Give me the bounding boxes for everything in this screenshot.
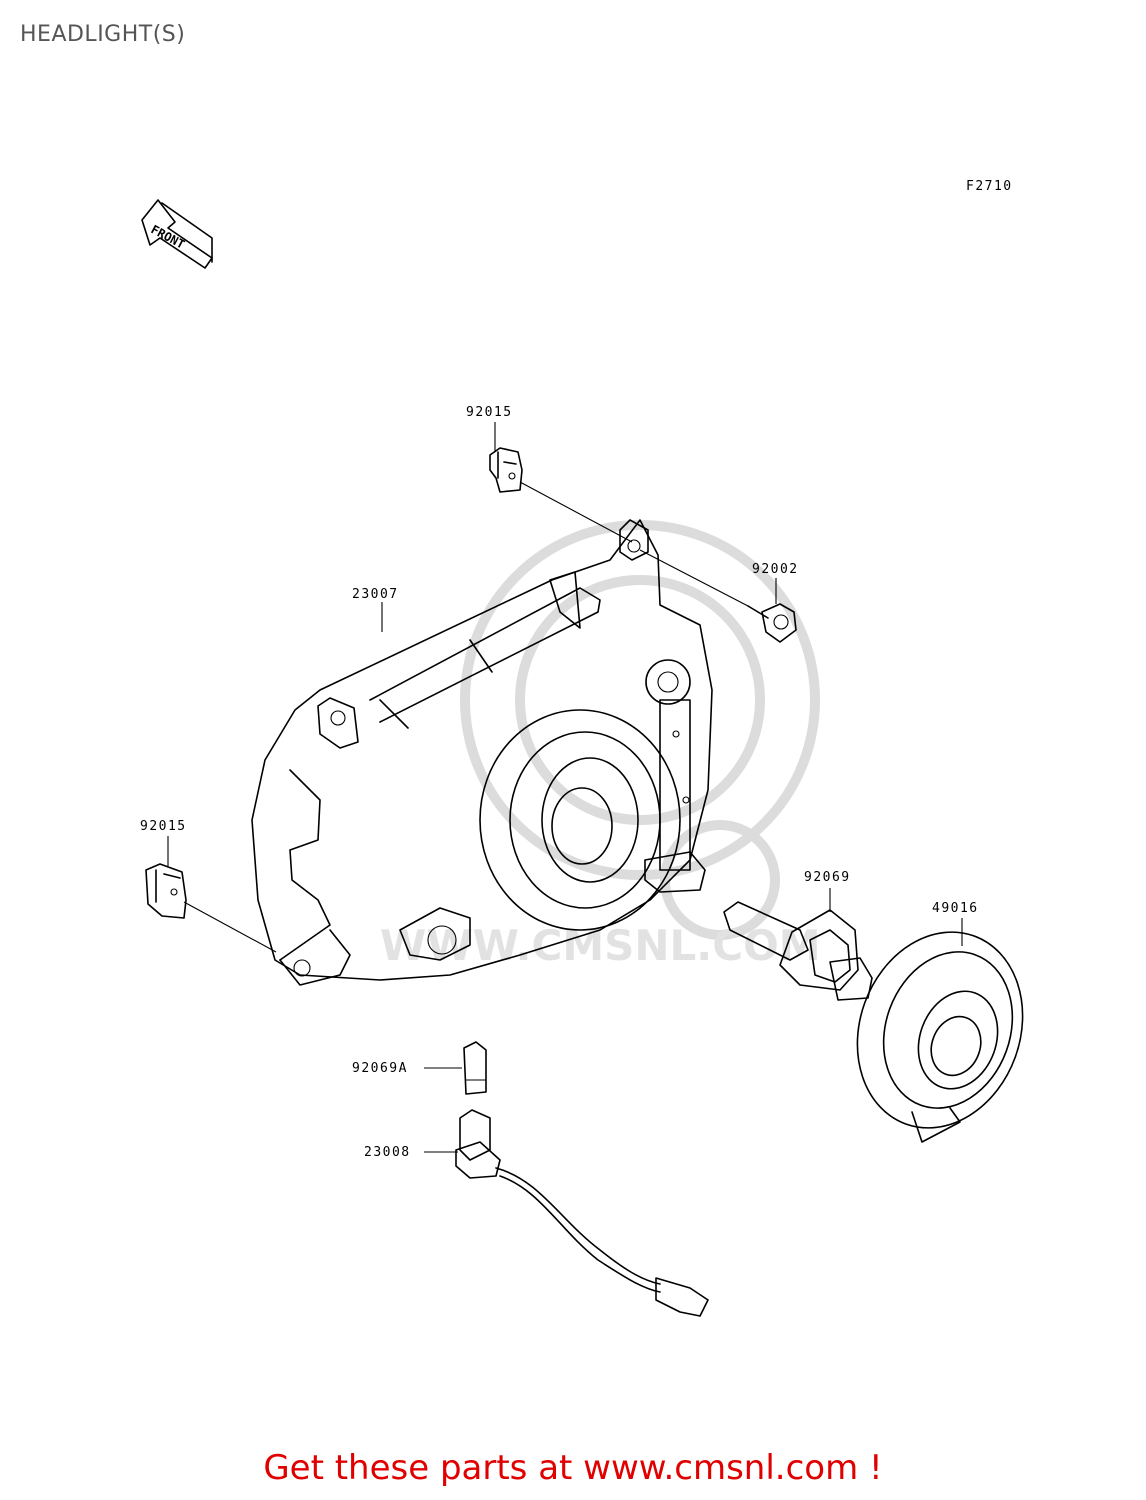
bulb-92069A [424, 1041, 487, 1095]
bolt-92002 [639, 549, 797, 643]
label-92002: 92002 [752, 562, 799, 577]
front-arrow-label: FRONT [149, 222, 187, 251]
label-92015-top: 92015 [466, 405, 513, 420]
parts-diagram: WWW.CMSNL.COM F2710 FRONT [140, 179, 1024, 1317]
label-92069A: 92069A [352, 1061, 408, 1076]
label-49016: 49016 [932, 901, 979, 916]
page-title: HEADLIGHT(S) [20, 22, 186, 47]
lens-49016 [856, 918, 1024, 1143]
watermark-logo: WWW.CMSNL.COM [380, 520, 821, 970]
footer-link[interactable]: Get these parts at www.cmsnl.com ! [263, 1448, 883, 1488]
clip-92015-top [489, 422, 633, 543]
figure-code: F2710 [966, 179, 1013, 194]
front-arrow-icon: FRONT [141, 199, 213, 269]
bulb-92069 [723, 888, 873, 1001]
clip-92015-left [145, 836, 277, 953]
label-92069: 92069 [804, 870, 851, 885]
label-92015-left: 92015 [140, 819, 187, 834]
label-23007: 23007 [352, 587, 399, 602]
headlight-housing-23007 [251, 519, 713, 986]
label-23008: 23008 [364, 1145, 411, 1160]
socket-23008 [424, 1109, 709, 1317]
